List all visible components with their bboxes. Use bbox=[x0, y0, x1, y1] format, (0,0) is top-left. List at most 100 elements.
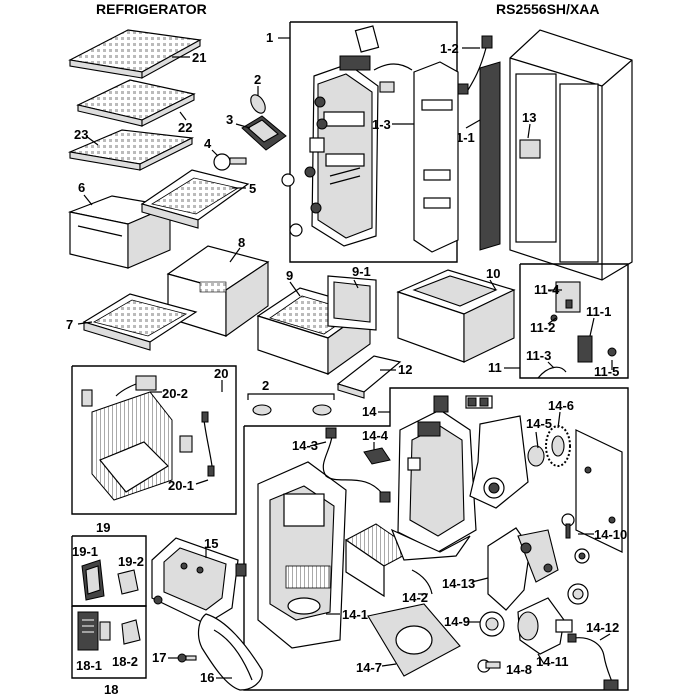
group-box-20 bbox=[71, 365, 237, 515]
label-9: 9 bbox=[286, 268, 293, 283]
harness-14-12 bbox=[567, 633, 619, 691]
diagram-title-right: RS2556SH/XAA bbox=[496, 1, 600, 17]
dispenser-housing bbox=[309, 55, 379, 247]
washers-14-right bbox=[567, 548, 590, 605]
lamp-2 bbox=[250, 94, 266, 114]
label-19-1: 19-1 bbox=[72, 544, 98, 559]
drawer-cover-5 bbox=[140, 169, 250, 229]
label-14-9: 14-9 bbox=[444, 614, 470, 629]
screw-left-15 bbox=[153, 595, 163, 605]
part-14-4 bbox=[363, 447, 391, 465]
label-6: 6 bbox=[78, 180, 85, 195]
label-19: 19 bbox=[96, 520, 110, 535]
auger-motor-14-5 bbox=[469, 415, 545, 509]
label-20: 20 bbox=[214, 366, 228, 381]
label-23: 23 bbox=[74, 127, 88, 142]
label-18-1: 18-1 bbox=[76, 658, 102, 673]
drawer-8 bbox=[166, 245, 270, 338]
filter-18-1 bbox=[77, 611, 99, 651]
label-14-2: 14-2 bbox=[402, 590, 428, 605]
screw-14-10 bbox=[561, 513, 575, 539]
bracket-1-1 bbox=[479, 61, 501, 251]
lamps-2-pair bbox=[247, 393, 335, 416]
label-2-pair: 2 bbox=[262, 378, 269, 393]
label-3: 3 bbox=[226, 112, 233, 127]
motor-14-11 bbox=[517, 597, 573, 655]
label-14-8: 14-8 bbox=[506, 662, 532, 677]
evaporator-coil-20 bbox=[81, 389, 215, 501]
label-14-13: 14-13 bbox=[442, 576, 475, 591]
label-18: 18 bbox=[104, 682, 118, 697]
harness-14-3 bbox=[322, 427, 391, 503]
motor-cover-14-13 bbox=[487, 527, 559, 611]
label-13: 13 bbox=[522, 110, 536, 125]
gear-14-6 bbox=[545, 425, 571, 467]
label-14-11: 14-11 bbox=[536, 654, 569, 669]
label-16: 16 bbox=[200, 670, 214, 685]
label-14-7: 14-7 bbox=[356, 660, 382, 675]
filter-19-2 bbox=[117, 569, 139, 595]
label-18-2: 18-2 bbox=[112, 654, 138, 669]
label-11-2: 11-2 bbox=[530, 320, 555, 335]
label-9-1: 9-1 bbox=[352, 264, 371, 279]
label-11-3: 11-3 bbox=[526, 348, 551, 363]
cover-15 bbox=[151, 537, 247, 625]
thermostat-20-2 bbox=[115, 375, 157, 397]
housing-14-main bbox=[390, 409, 477, 561]
label-14-10: 14-10 bbox=[594, 527, 627, 542]
label-10: 10 bbox=[486, 266, 500, 281]
label-20-2: 20-2 bbox=[162, 386, 188, 401]
wire-small bbox=[354, 25, 413, 93]
drawer-cover-7 bbox=[82, 293, 198, 351]
lever-3 bbox=[241, 115, 287, 151]
label-14-3: 14-3 bbox=[292, 438, 318, 453]
label-12: 12 bbox=[398, 362, 412, 377]
ice-maker-module-10 bbox=[396, 269, 516, 363]
plate-back bbox=[575, 429, 623, 553]
group-box-18 bbox=[71, 605, 147, 679]
duct-14-7 bbox=[367, 603, 461, 677]
label-4: 4 bbox=[204, 136, 212, 151]
label-19-2: 19-2 bbox=[118, 554, 144, 569]
label-2-top: 2 bbox=[254, 72, 261, 87]
screw-17 bbox=[177, 653, 197, 663]
label-1-1: 1-1 bbox=[456, 130, 475, 145]
frame-9-1 bbox=[327, 275, 377, 331]
label-11-1: 11-1 bbox=[586, 304, 611, 319]
small-parts-14-top bbox=[433, 395, 493, 413]
shelf-21 bbox=[68, 29, 202, 79]
diagram-title-left: REFRIGERATOR bbox=[96, 1, 207, 17]
label-14-12: 14-12 bbox=[586, 620, 619, 635]
label-14-6: 14-6 bbox=[548, 398, 574, 413]
label-22: 22 bbox=[178, 120, 192, 135]
label-11: 11 bbox=[488, 360, 502, 375]
screws-col bbox=[281, 96, 328, 237]
label-7: 7 bbox=[66, 317, 73, 332]
shelf-23 bbox=[67, 129, 195, 171]
screw-4 bbox=[213, 153, 247, 171]
door-panel-1-3 bbox=[413, 61, 459, 253]
control-board-11 bbox=[537, 281, 617, 379]
label-1: 1 bbox=[266, 30, 273, 45]
filter-18-2 bbox=[121, 619, 141, 645]
label-1-2: 1-2 bbox=[440, 41, 459, 56]
label-15: 15 bbox=[204, 536, 218, 551]
label-20-1: 20-1 bbox=[168, 478, 194, 493]
label-14: 14 bbox=[362, 404, 377, 419]
knob-14-9 bbox=[479, 611, 505, 637]
bin-12 bbox=[336, 355, 402, 399]
wire-harness-1-2 bbox=[455, 35, 493, 95]
filter-18-2-small bbox=[99, 621, 111, 641]
group-box-11 bbox=[519, 263, 629, 379]
label-1-3: 1-3 bbox=[372, 117, 391, 132]
label-11-4: 11-4 bbox=[534, 282, 560, 297]
shelf-22 bbox=[76, 79, 196, 127]
label-5: 5 bbox=[249, 181, 256, 196]
label-8: 8 bbox=[238, 235, 245, 250]
label-21: 21 bbox=[192, 50, 206, 65]
label-14-5: 14-5 bbox=[526, 416, 552, 431]
label-14-4: 14-4 bbox=[362, 428, 389, 443]
label-11-5: 11-5 bbox=[594, 364, 619, 379]
screw-14-8 bbox=[477, 659, 501, 673]
